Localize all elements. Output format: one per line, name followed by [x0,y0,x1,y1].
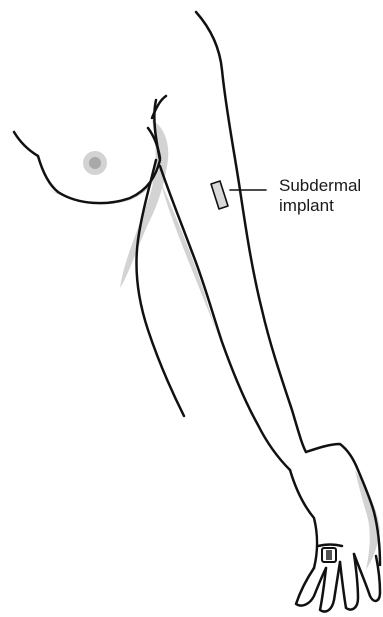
outlines [14,12,380,612]
wrist-lower-outline [290,470,317,568]
inner-arm-outline [160,166,290,470]
middle-finger-outline [340,554,358,610]
breast-shadow [46,170,158,204]
ring-icon [322,548,336,562]
implant-rod [211,181,228,209]
index-finger-outline [320,562,340,612]
outer-arm-outline [196,12,306,452]
knuckle-crease [318,545,342,547]
torso-side-outline [136,160,184,416]
callout-line-2: implant [279,196,361,216]
breast-outline [14,100,160,203]
implant-callout-label: Subdermal implant [279,176,361,216]
inner-arm-shadow [160,180,224,350]
callout-line-1: Subdermal [279,176,361,196]
nipple [83,151,107,175]
